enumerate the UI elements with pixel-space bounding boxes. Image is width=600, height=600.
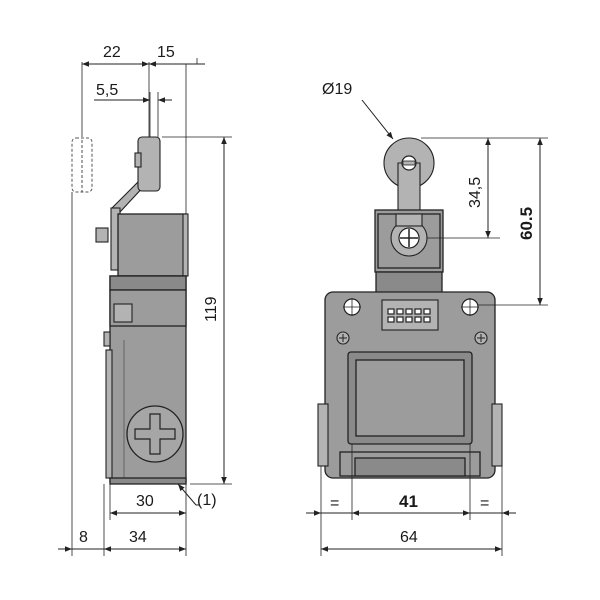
dim-41: 41 — [399, 492, 418, 511]
dim-equal-right: = — [480, 495, 489, 512]
dim-119: 119 — [203, 296, 220, 322]
dim-15: 15 — [157, 44, 175, 61]
dim-34: 34 — [129, 529, 147, 546]
dim-diameter-19: Ø19 — [322, 81, 352, 98]
dim-34-5: 34,5 — [467, 177, 484, 208]
dim-30: 30 — [136, 493, 154, 510]
lever-screw — [95, 227, 109, 243]
switch-head-side — [117, 213, 187, 277]
dim-22: 22 — [103, 44, 121, 61]
dim-64: 64 — [400, 529, 418, 546]
dim-5-5: 5,5 — [96, 82, 118, 99]
front-view-dimensions: Ø19 34,5 60.5 = 41 = 64 — [306, 81, 548, 556]
note-1: (1) — [197, 492, 217, 509]
connector-block — [381, 299, 439, 331]
dim-8: 8 — [79, 529, 88, 546]
cover-screw-icon — [126, 405, 184, 463]
dim-equal-left: = — [330, 495, 339, 512]
dim-60-5: 60.5 — [517, 207, 536, 240]
front-view — [317, 137, 503, 479]
side-view — [71, 136, 189, 485]
side-view-dimensions: 22 15 5,5 119 30 34 8 (1) — [58, 44, 232, 556]
